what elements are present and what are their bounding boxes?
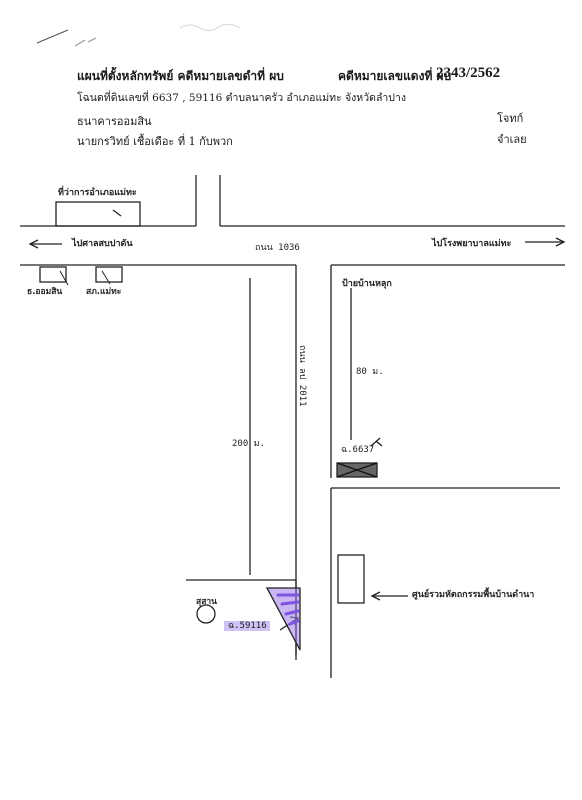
case-number: 2343/2562 bbox=[436, 65, 501, 81]
label-craft-center: ศูนย์รวมหัตถกรรมพื้นบ้านดำนา bbox=[412, 590, 535, 600]
craft-center-building bbox=[337, 554, 365, 604]
police-box bbox=[95, 266, 123, 283]
cemetery-icon bbox=[196, 604, 216, 624]
label-district-office: ที่ว่าการอำเภอแม่ทะ bbox=[58, 188, 137, 198]
label-to-left: ไปศาลสบปาดัน bbox=[72, 239, 133, 249]
label-deed-59116: ฉ.59116 bbox=[228, 621, 267, 631]
header-title-left: แผนที่ตั้งหลักทรัพย์ คดีหมายเลขดำที่ ผบ bbox=[77, 69, 284, 83]
label-bank-branch: ธ.ออมสิน bbox=[27, 287, 63, 297]
label-distance-200m: 200 ม. bbox=[232, 439, 266, 449]
plaintiff-name: ธนาคารออมสิน bbox=[77, 115, 152, 128]
bank-box bbox=[39, 266, 67, 283]
label-village-sign: ป้ายบ้านหลุก bbox=[342, 279, 392, 289]
label-road-2011: ถนน ลป 2011 bbox=[297, 345, 307, 407]
label-road-1036: ถนน 1036 bbox=[255, 243, 300, 253]
header-title-right: คดีหมายเลขแดงที่ ผบ bbox=[338, 69, 452, 83]
deed-line: โฉนดที่ดินเลขที่ 6637 , 59116 ตำบลนาครัว… bbox=[77, 92, 406, 104]
arrow-right-head bbox=[555, 237, 566, 247]
defendant-role: จำเลย bbox=[497, 133, 527, 146]
label-to-right: ไปโรงพยาบาลแม่ทะ bbox=[432, 239, 512, 249]
plot-59116-hatching bbox=[276, 593, 300, 626]
label-deed-6637: ฉ.6637 bbox=[341, 445, 375, 455]
label-distance-80m: 80 ม. bbox=[356, 367, 384, 377]
plaintiff-role: โจทก์ bbox=[497, 112, 524, 125]
arrow-left-head bbox=[28, 239, 39, 249]
defendant-name: นายกรวิทย์ เชื้อเดือะ ที่ 1 กับพวก bbox=[77, 135, 233, 148]
label-police-office: สภ.แม่ทะ bbox=[86, 287, 122, 297]
district-office-building bbox=[55, 201, 141, 227]
top-scribbles bbox=[36, 23, 241, 47]
deed-59116-highlight bbox=[224, 621, 270, 631]
plot-59116 bbox=[265, 587, 301, 651]
label-cemetery: สุสาน bbox=[196, 597, 217, 607]
